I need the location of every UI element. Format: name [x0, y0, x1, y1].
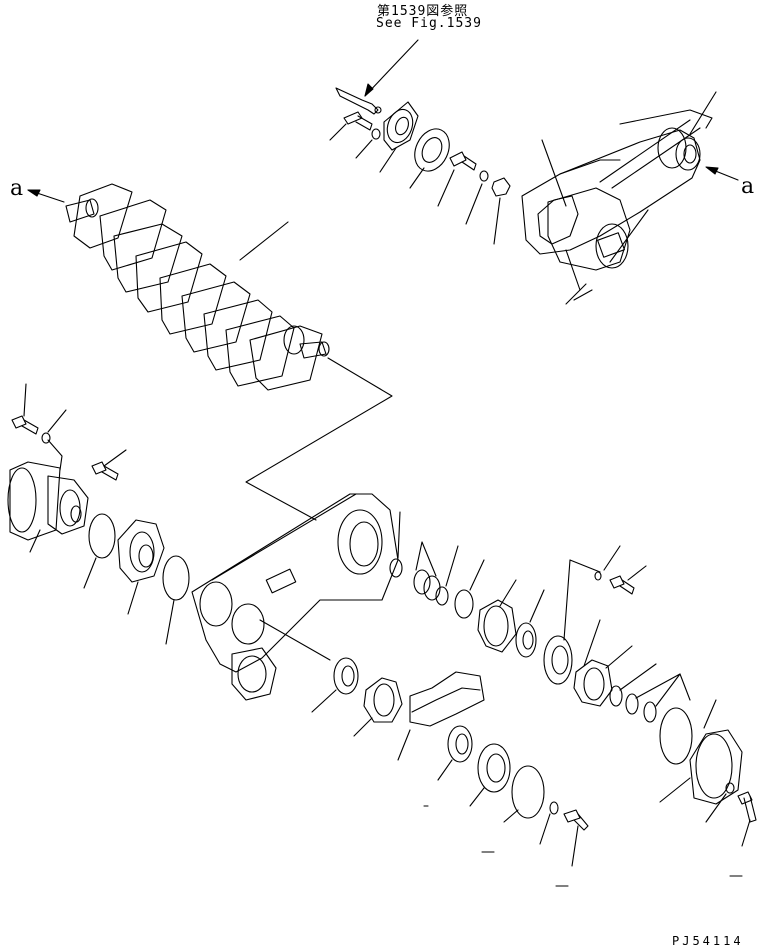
lower-cover — [504, 766, 544, 822]
gear-hub — [478, 580, 516, 652]
right-bolt-1 — [595, 546, 646, 594]
reference-note-jp: 第1539図参照 — [377, 4, 469, 19]
upper-bolt-2 — [438, 152, 476, 206]
gasket-plate — [408, 123, 456, 188]
lower-washer — [540, 802, 558, 844]
drive-motor-assembly — [522, 92, 716, 304]
casing-oring-small — [390, 512, 402, 577]
upper-washer-2 — [466, 171, 488, 224]
bearing-1 — [516, 590, 544, 657]
lower-spacer-plate — [470, 744, 510, 806]
pinion-gear — [574, 620, 632, 706]
upper-bolt-1 — [330, 112, 372, 140]
casing-seal — [436, 546, 458, 605]
view-arrow-right — [706, 167, 738, 180]
gear-carrier — [544, 560, 600, 684]
left-bolt-1 — [12, 384, 38, 434]
upper-washer-1 — [356, 129, 380, 158]
chain-link — [398, 672, 484, 760]
track-frame-assembly — [66, 184, 329, 390]
snap-rings — [610, 664, 690, 722]
lower-bolt — [564, 810, 588, 866]
view-label-left: a — [10, 176, 24, 201]
end-cover — [660, 700, 742, 804]
casing-ring — [455, 560, 484, 618]
flange-plate — [380, 102, 418, 172]
left-washer-1 — [42, 410, 66, 443]
left-flange — [118, 520, 164, 614]
left-oring-1 — [84, 514, 115, 588]
casing-bearing-pair — [414, 542, 440, 600]
lower-gear — [354, 678, 402, 736]
reference-arrow — [336, 40, 418, 114]
end-cover-oring — [660, 708, 692, 764]
reference-note-en: See Fig.1539 — [376, 16, 482, 31]
figure-number: PJ54114 — [672, 934, 744, 948]
cover-bolt — [706, 783, 756, 846]
tick-marks — [424, 806, 742, 886]
left-oring-2 — [163, 556, 189, 644]
drive-motor — [8, 440, 88, 552]
view-label-right: a — [741, 174, 755, 199]
lower-bearing-2 — [438, 726, 472, 780]
upper-nut — [492, 178, 510, 244]
left-bolt-2 — [92, 450, 126, 480]
view-arrow-left — [28, 190, 64, 202]
arm-casing — [192, 494, 398, 700]
lower-bearing — [312, 658, 358, 712]
connection-lead — [246, 358, 392, 520]
